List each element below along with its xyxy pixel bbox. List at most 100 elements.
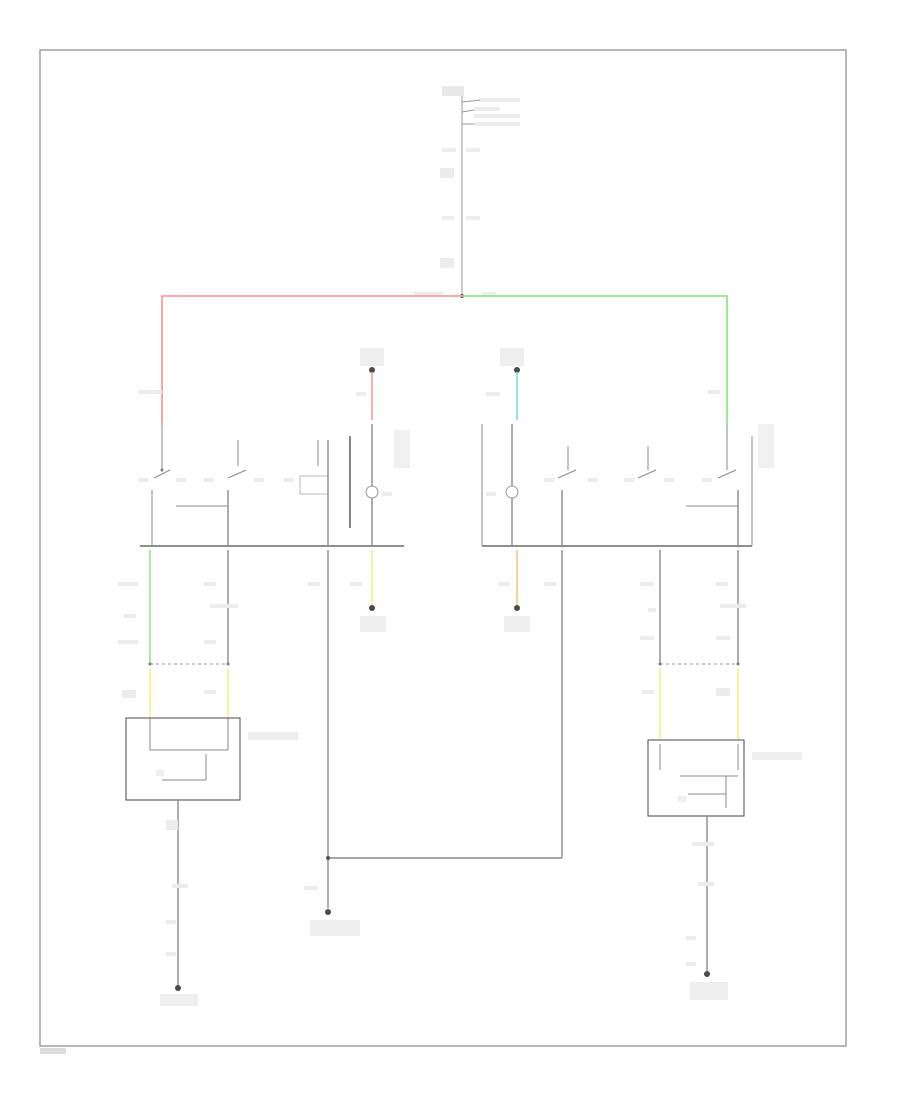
diagram-frame [39, 49, 847, 1047]
center-ground-harness [304, 550, 563, 936]
center-ground-name [310, 920, 360, 936]
left-seat-heater-box [125, 717, 241, 801]
right-wire-label-4 [716, 582, 728, 586]
left-sw1-blade [153, 469, 171, 479]
right-illum-lamp-icon [505, 485, 519, 499]
center-ground-wire-label [304, 886, 318, 890]
fuse-note-1 [480, 98, 520, 102]
right-output-connector [514, 605, 520, 611]
left-illum-feed [356, 348, 384, 420]
fuse-branch-1 [461, 99, 483, 103]
right-output-name [504, 616, 530, 632]
left-dimmer-label [360, 348, 384, 366]
right-seat-heater-box [647, 739, 745, 817]
left-output-connector [369, 605, 375, 611]
left-sw3-body [299, 475, 329, 495]
left-wire-label-6 [204, 640, 216, 644]
left-yellow-label-2 [204, 690, 216, 694]
fuse-note-4 [474, 122, 520, 126]
left-sw1-label-b [176, 478, 186, 482]
right-heater-thermostat [678, 796, 686, 802]
left-ground-label-2 [172, 884, 188, 888]
wire-label-top-2 [466, 216, 480, 220]
right-swa-blade [557, 469, 577, 479]
right-switch-name-label [758, 424, 774, 468]
right-wire-label-5 [720, 604, 746, 608]
right-wire-label-6 [716, 636, 730, 640]
left-ground-name [160, 994, 198, 1006]
fuse-note-3 [474, 114, 520, 118]
center-right-label [544, 582, 556, 586]
right-ground-label-3 [686, 936, 696, 940]
right-illum-feed [486, 348, 524, 420]
connector-label-top-1 [440, 168, 454, 178]
left-illum-lamp-icon [365, 485, 379, 499]
left-branch-label [138, 390, 162, 394]
left-illum-label [382, 492, 392, 496]
left-heater-thermostat [156, 770, 164, 776]
left-wire-label-4 [204, 582, 216, 586]
left-sw2-label-b [254, 478, 264, 482]
left-sw2-label-a [204, 478, 214, 482]
left-ground-symbol [175, 985, 181, 991]
left-seat-heater-label [248, 732, 298, 740]
left-ground-label-3 [166, 920, 176, 924]
right-swb-label-b [664, 478, 674, 482]
right-swa-label-a [544, 478, 554, 482]
right-lower-harness [640, 550, 802, 1000]
right-connector-node-1 [658, 662, 662, 666]
connector-label-top-2 [440, 258, 454, 268]
right-swc-label-a [702, 478, 712, 482]
right-ground-symbol [704, 971, 710, 977]
splice-label-left [414, 292, 442, 296]
center-splice-node [326, 856, 330, 860]
right-swb-label-a [624, 478, 634, 482]
left-connector-node-2 [226, 662, 230, 666]
top-feed [414, 86, 520, 298]
left-dimmer-wire-label [356, 392, 366, 396]
right-swa-label-b [588, 478, 598, 482]
right-seat-heater-label [752, 752, 802, 760]
right-wire-label-3 [640, 636, 654, 640]
right-seat-heater-switch [481, 424, 774, 547]
right-dimmer-output [498, 550, 530, 632]
left-switch-name-label [394, 430, 410, 468]
left-wire-label-5 [210, 604, 238, 608]
left-dimmer-output [350, 550, 386, 632]
right-output-label [498, 582, 510, 586]
left-seat-heater-switch [138, 424, 410, 547]
right-ground-label-4 [686, 962, 696, 966]
right-yellow-label-2 [716, 688, 730, 696]
left-ground-label-4 [166, 952, 176, 956]
left-lower-harness [118, 550, 298, 1006]
left-wire-label-3 [118, 640, 138, 644]
right-wire-label-2 [648, 608, 656, 612]
fuse-box-label [442, 86, 464, 96]
right-ground-label-2 [698, 882, 714, 886]
left-yellow-label-1 [122, 690, 136, 698]
right-dimmer-wire-label [486, 392, 500, 396]
left-dimmer-connector [369, 367, 375, 373]
left-wire-label-2 [124, 614, 136, 618]
fuse-branch-2 [461, 109, 475, 113]
footer-code-mark [40, 1048, 66, 1054]
left-sw3-label-a [284, 478, 294, 482]
right-branch-label [708, 390, 720, 394]
fuse-note-2 [474, 107, 500, 111]
right-illum-label [486, 492, 496, 496]
right-swc-blade [717, 469, 737, 479]
right-yellow-label-1 [642, 690, 654, 694]
right-connector-node-2 [736, 662, 740, 666]
wire-label-top-1 [466, 148, 480, 152]
splice-label-right [482, 292, 496, 296]
left-ground-label-1 [166, 820, 178, 830]
right-dimmer-label [500, 348, 524, 366]
left-wire-label-1 [118, 582, 138, 586]
pin-label-top-1 [442, 148, 456, 152]
left-sw2-blade [227, 469, 247, 479]
left-sw1-node [160, 468, 164, 472]
center-left-label [308, 582, 320, 586]
red-branch-wire [161, 295, 462, 424]
